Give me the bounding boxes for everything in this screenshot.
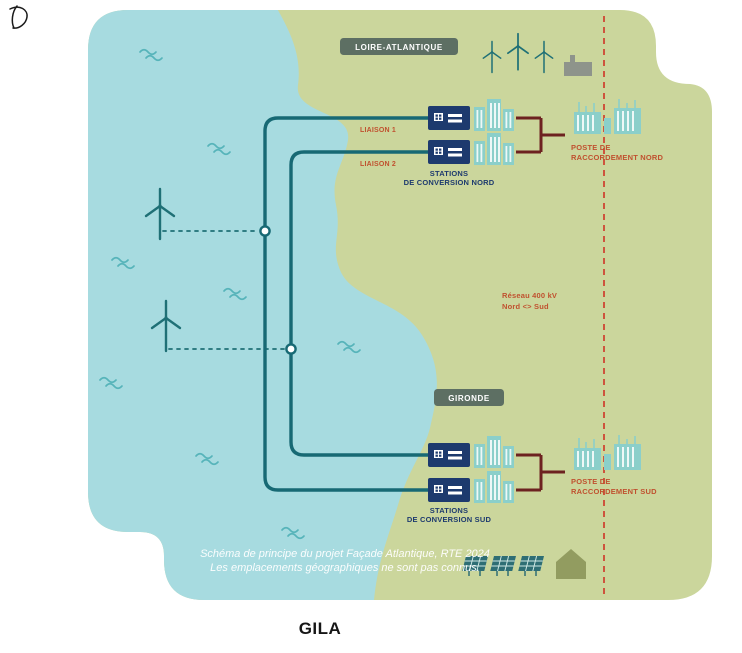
liaison2-label: LIAISON 2 xyxy=(360,161,396,168)
footer-title: GILA xyxy=(299,619,342,638)
conversion-station-icon xyxy=(428,443,470,467)
badge-gironde xyxy=(434,389,504,406)
conversion-station-icon xyxy=(428,106,470,130)
liaison1-cable xyxy=(263,116,438,492)
house-icon xyxy=(556,549,586,579)
caption-line2: Les emplacements géographiques ne sont p… xyxy=(210,562,480,574)
junction-node-icon xyxy=(285,343,297,355)
junction-node-icon xyxy=(259,225,271,237)
badge-loire-atlantique-label: LOIRE-ATLANTIQUE xyxy=(355,43,443,52)
stations-sud-label-line2: DE CONVERSION SUD xyxy=(407,515,492,524)
sud-connector xyxy=(516,453,565,492)
corner-logo-icon xyxy=(9,5,28,29)
stations-sud-label-line1: STATIONS xyxy=(430,506,468,515)
badge-loire-atlantique xyxy=(340,38,458,55)
factory-icon xyxy=(564,55,592,76)
stations-nord-label-line2: DE CONVERSION NORD xyxy=(404,178,495,187)
poste-nord-label-line1: POSTE DE xyxy=(571,143,611,152)
poste-nord-label-line2: RACCORDEMENT NORD xyxy=(571,153,664,162)
reseau-label-line2: Nord <> Sud xyxy=(502,302,549,311)
nord-connector xyxy=(516,116,565,154)
caption-line1: Schéma de principe du projet Façade Atla… xyxy=(200,548,490,560)
poste-sud-label-line1: POSTE DE xyxy=(571,477,611,486)
poste-sud-label-line2: RACCORDEMENT SUD xyxy=(571,487,657,496)
reseau-label-line1: Réseau 400 kV xyxy=(502,291,557,300)
liaison1-label: LIAISON 1 xyxy=(360,127,396,134)
conversion-station-icon xyxy=(428,140,470,164)
conversion-station-icon xyxy=(428,478,470,502)
stations-nord-label-line1: STATIONS xyxy=(430,169,468,178)
badge-gironde-label: GIRONDE xyxy=(448,394,490,403)
liaison2-cable xyxy=(289,150,438,457)
